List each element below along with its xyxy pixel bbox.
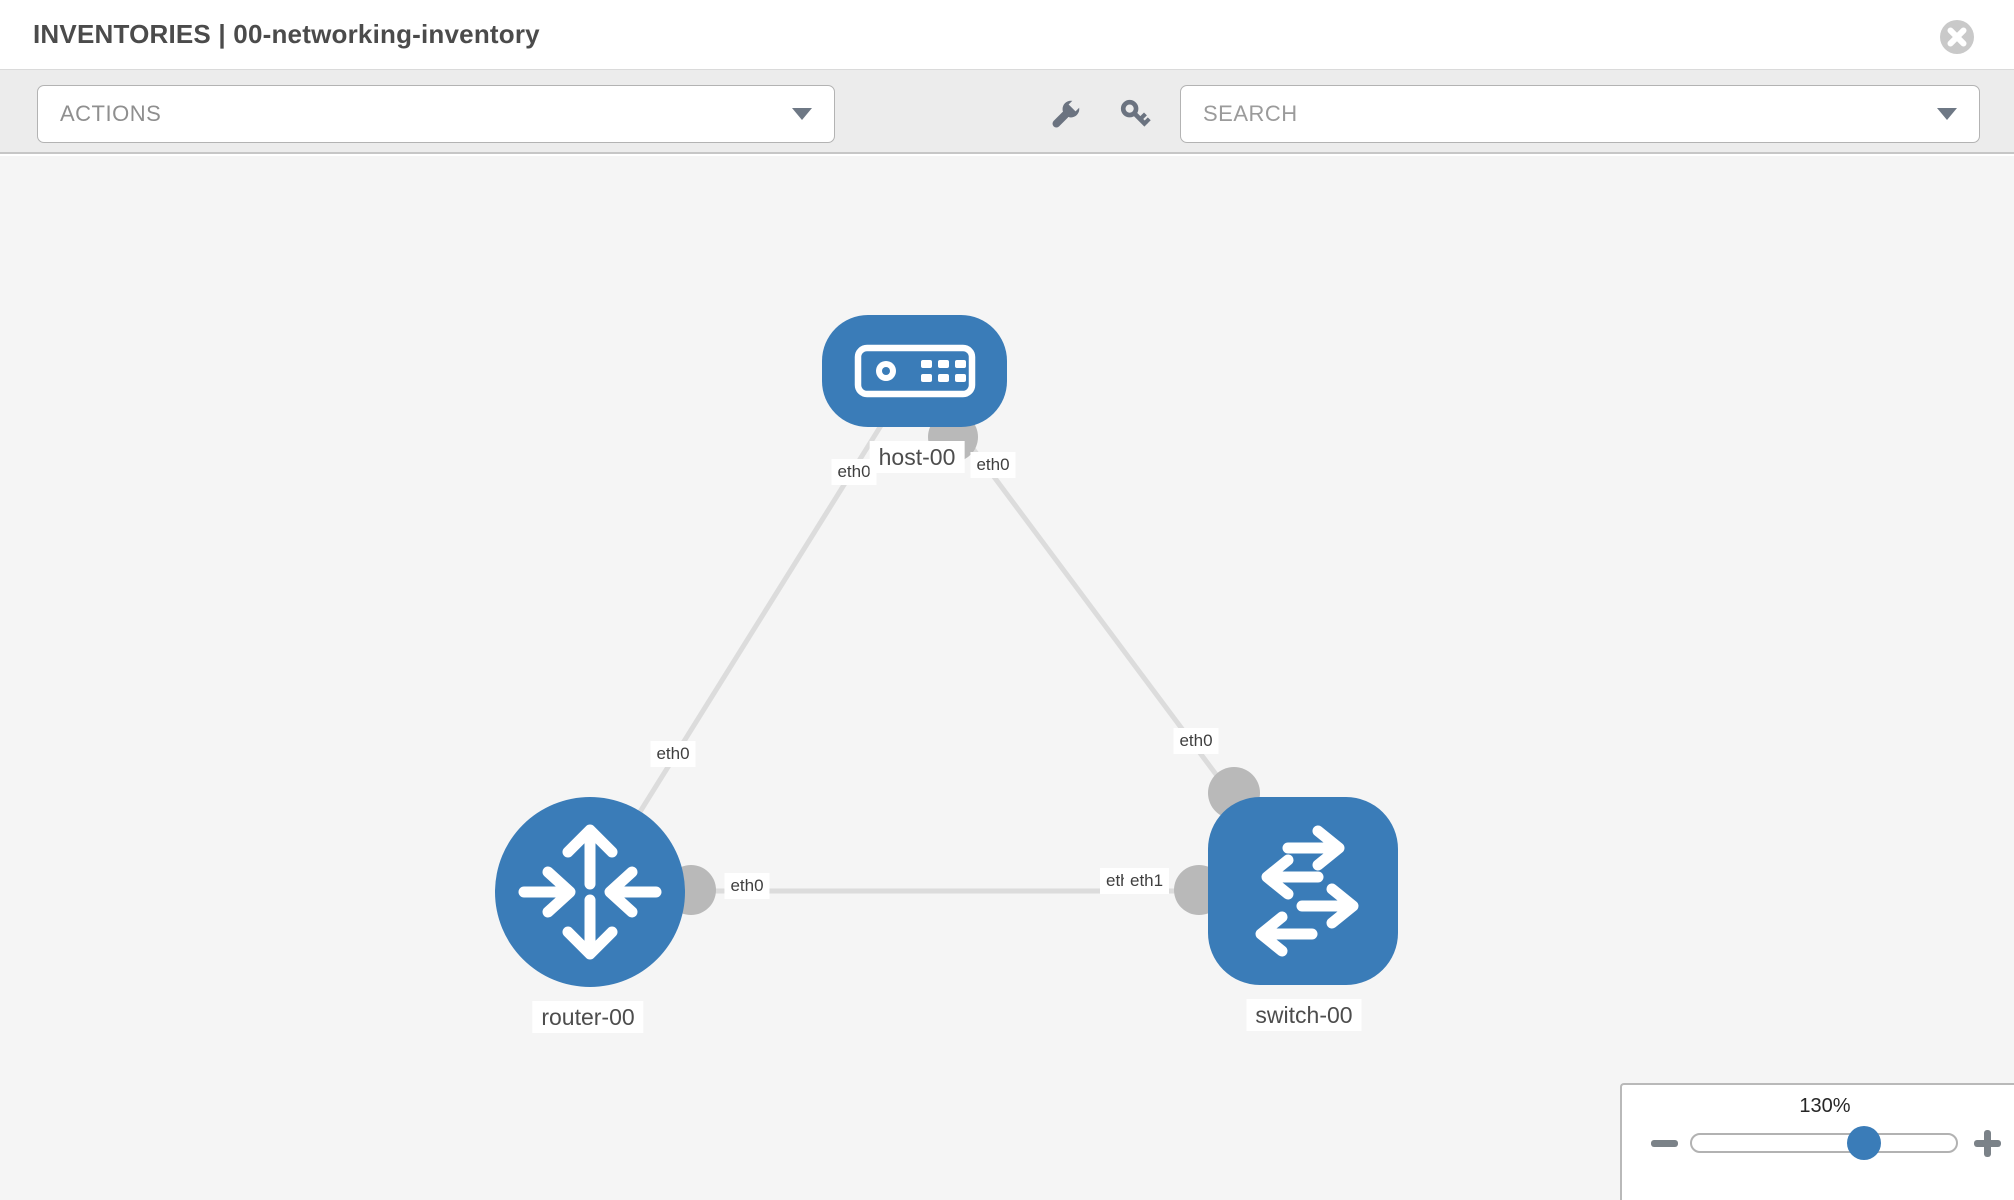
close-icon [1940,20,1974,54]
switch-icon [1255,825,1359,957]
topology-graph [495,315,1398,987]
search-placeholder: SEARCH [1203,101,1298,126]
page-title: INVENTORIES | 00-networking-inventory [33,19,540,49]
iface-label-host-right: eth0 [970,452,1016,478]
wrench-icon [1052,96,1084,128]
topology-canvas[interactable]: eth0 eth0 eth0 eth0 eth0 eth0 eth1 host-… [0,156,2014,1200]
actions-dropdown[interactable]: ACTIONS [37,85,835,143]
node-host-00[interactable] [822,315,1007,427]
router-icon [518,824,662,960]
iface-label-link-host-router: eth0 [650,741,696,767]
zoom-level: 130% [1799,1095,1851,1117]
chevron-down-icon [792,108,812,120]
zoom-slider-track[interactable] [1690,1133,1958,1153]
zoom-in-button[interactable] [1970,1126,2004,1160]
node-label-switch: switch-00 [1246,999,1362,1032]
node-label-router: router-00 [532,1001,644,1034]
configure-button[interactable] [1047,96,1084,133]
titlebar: INVENTORIES | 00-networking-inventory [0,0,2014,70]
zoom-panel: 130% [1620,1083,2014,1200]
toolbar: ACTIONS SEARC [0,70,2014,154]
node-label-host: host-00 [869,441,965,474]
chevron-down-icon [1937,108,1957,120]
search-dropdown[interactable]: SEARCH [1180,85,1980,143]
iface-label-host-left: eth0 [831,459,877,485]
key-icon [1120,99,1151,127]
credentials-button[interactable] [1118,97,1154,133]
iface-label-router-eth0: eth0 [724,873,770,899]
host-icon [854,344,976,398]
actions-dropdown-label: ACTIONS [60,101,162,126]
iface-label-link-host-switch: eth0 [1173,728,1219,754]
iface-label-switch-eth1: eth1 [1124,868,1170,894]
node-switch-00[interactable] [1208,797,1398,985]
zoom-slider-thumb[interactable] [1847,1126,1881,1160]
close-button[interactable] [1939,19,1975,55]
minus-icon [1651,1140,1678,1147]
node-router-00[interactable] [495,797,685,987]
zoom-out-button[interactable] [1647,1126,1681,1160]
link-host-router[interactable] [587,369,918,894]
